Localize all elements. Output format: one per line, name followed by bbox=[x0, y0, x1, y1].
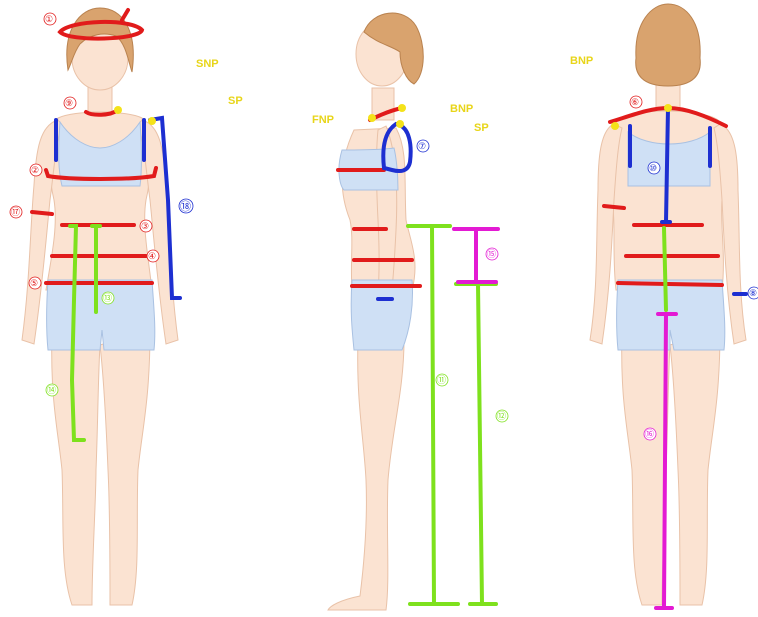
front-right-leg bbox=[100, 330, 150, 605]
measure-7-label: ⑦ bbox=[418, 142, 426, 152]
measure-18-label: ⑱ bbox=[180, 200, 191, 213]
back-crotch-line bbox=[664, 228, 666, 310]
hip-height-line bbox=[456, 284, 496, 604]
waist-height-line bbox=[408, 226, 458, 604]
back-figure: BNP ⑥ ⑩ ⑧ ⑯ bbox=[570, 4, 758, 608]
front-figure: SNP SP ① ⑨ ② ⑰ ③ ④ ⑤ ⑱ ⑬ ⑭ bbox=[10, 8, 243, 605]
front-left-leg bbox=[52, 330, 100, 605]
side-leg bbox=[328, 340, 404, 610]
side-figure: FNP BNP SP ⑦ ⑮ ⑪ ⑫ bbox=[312, 13, 508, 610]
upper-arm-circumference-line bbox=[32, 212, 52, 214]
back-right-leg bbox=[670, 330, 720, 605]
sp-label-side: SP bbox=[474, 122, 489, 134]
measure-4-label: ④ bbox=[148, 252, 156, 262]
measure-5-label: ⑤ bbox=[30, 279, 38, 289]
bnp-landmark-back bbox=[664, 104, 672, 112]
back-hair bbox=[636, 4, 701, 86]
measure-2-label: ② bbox=[31, 166, 39, 176]
measure-11-label: ⑪ bbox=[437, 375, 446, 386]
snp-label: SNP bbox=[196, 58, 219, 70]
sp-landmark-side bbox=[396, 120, 404, 128]
measure-6-label: ⑥ bbox=[631, 98, 639, 108]
side-shorts bbox=[351, 280, 412, 350]
sp-landmark-back bbox=[611, 122, 619, 130]
measure-3-label: ③ bbox=[141, 222, 149, 232]
back-hip-line bbox=[618, 283, 722, 285]
fnp-label: FNP bbox=[312, 114, 334, 126]
measure-14-label: ⑭ bbox=[47, 385, 56, 396]
measure-8-label: ⑧ bbox=[749, 289, 757, 299]
measure-16-label: ⑯ bbox=[645, 429, 654, 440]
measure-10-label: ⑩ bbox=[649, 164, 657, 174]
bnp-label-side: BNP bbox=[450, 103, 473, 115]
measure-9-label: ⑨ bbox=[65, 99, 73, 109]
measure-17-label: ⑰ bbox=[11, 207, 20, 218]
back-upper-arm-line bbox=[604, 206, 624, 208]
bnp-landmark-side bbox=[398, 104, 406, 112]
measure-12-label: ⑫ bbox=[497, 411, 506, 422]
measure-1-label: ① bbox=[45, 15, 53, 25]
front-shorts bbox=[47, 280, 155, 350]
bnp-label-back: BNP bbox=[570, 55, 593, 67]
measure-13-label: ⑬ bbox=[103, 293, 112, 304]
sp-landmark-front bbox=[148, 117, 156, 125]
sp-label-front: SP bbox=[228, 95, 243, 107]
fnp-landmark bbox=[368, 114, 376, 122]
measure-15-label: ⑮ bbox=[487, 249, 496, 260]
snp-landmark-front bbox=[114, 106, 122, 114]
